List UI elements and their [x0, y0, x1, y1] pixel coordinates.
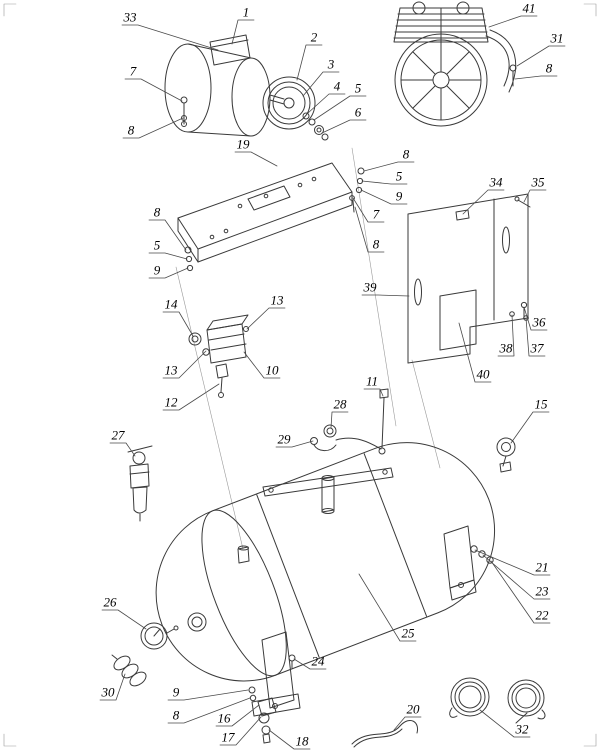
check-valve-and-elbow	[310, 424, 382, 452]
part-callout-23: 23	[535, 583, 549, 599]
part-callout-9: 9	[153, 262, 161, 278]
part-callout-35: 35	[531, 174, 545, 190]
part-callout-11: 11	[365, 373, 379, 389]
part-callout-40: 40	[476, 366, 490, 382]
compressor-pump	[393, 1, 517, 127]
filter-regulator	[127, 445, 153, 522]
part-callout-13: 13	[270, 292, 284, 308]
part-callout-27: 27	[111, 427, 125, 443]
part-callout-2: 2	[310, 29, 318, 45]
frame-corner-marks	[3, 3, 597, 747]
part-callout-8: 8	[153, 204, 161, 220]
part-callout-34: 34	[489, 174, 503, 190]
part-callout-22: 22	[535, 607, 549, 623]
support-strap	[237, 467, 394, 564]
pressure-gauge	[140, 622, 179, 650]
part-callout-12: 12	[164, 394, 178, 410]
part-callout-31: 31	[550, 30, 564, 46]
pressure-tube	[378, 388, 389, 455]
part-callout-37: 37	[530, 340, 544, 356]
electric-motor	[164, 34, 285, 137]
part-callout-8: 8	[402, 146, 410, 162]
part-callout-6: 6	[354, 104, 362, 120]
part-callout-8: 8	[172, 707, 180, 723]
pulley-and-belt	[262, 76, 329, 141]
part-callout-21: 21	[535, 559, 549, 575]
part-callout-16: 16	[217, 710, 231, 726]
part-callout-8: 8	[372, 236, 380, 252]
callout-leader-lines	[99, 15, 566, 750]
drain-hose	[351, 719, 419, 748]
part-callout-10: 10	[265, 362, 279, 378]
part-callout-32: 32	[515, 721, 529, 737]
part-callout-29: 29	[277, 431, 291, 447]
part-callout-9: 9	[172, 684, 180, 700]
drain-valve-assembly	[248, 686, 277, 744]
part-callout-7: 7	[129, 63, 137, 79]
mounting-plate	[177, 162, 365, 272]
part-callout-41: 41	[522, 0, 536, 16]
assembly-guide-lines	[175, 147, 441, 550]
part-callout-26: 26	[103, 594, 117, 610]
part-callout-4: 4	[333, 78, 341, 94]
part-callout-8: 8	[127, 122, 135, 138]
part-callout-30: 30	[101, 684, 115, 700]
part-callout-3: 3	[327, 56, 335, 72]
pressure-switch	[188, 314, 249, 398]
belt-guard-panel	[407, 193, 531, 364]
part-callout-33: 33	[123, 9, 137, 25]
part-callout-17: 17	[221, 729, 235, 745]
part-callout-20: 20	[406, 701, 420, 717]
part-callout-15: 15	[534, 396, 548, 412]
part-callout-28: 28	[333, 396, 347, 412]
part-callout-1: 1	[242, 4, 250, 20]
ball-valve	[496, 437, 516, 473]
part-callout-13: 13	[164, 362, 178, 378]
part-callout-8: 8	[545, 60, 553, 76]
part-callout-5: 5	[354, 80, 362, 96]
air-tank	[155, 442, 496, 682]
part-callout-5: 5	[153, 237, 161, 253]
part-callout-5: 5	[395, 168, 403, 184]
part-callout-9: 9	[395, 188, 403, 204]
part-callout-39: 39	[363, 279, 377, 295]
part-callout-18: 18	[295, 733, 309, 749]
part-callout-24: 24	[311, 653, 325, 669]
wire-coils	[449, 677, 546, 724]
part-callout-7: 7	[372, 206, 380, 222]
tank-legs	[251, 525, 494, 717]
spring-coil	[111, 654, 147, 687]
part-callout-38: 38	[499, 340, 513, 356]
part-callout-25: 25	[401, 625, 415, 641]
part-callout-36: 36	[532, 314, 546, 330]
part-callout-14: 14	[164, 296, 178, 312]
part-callout-19: 19	[236, 136, 250, 152]
